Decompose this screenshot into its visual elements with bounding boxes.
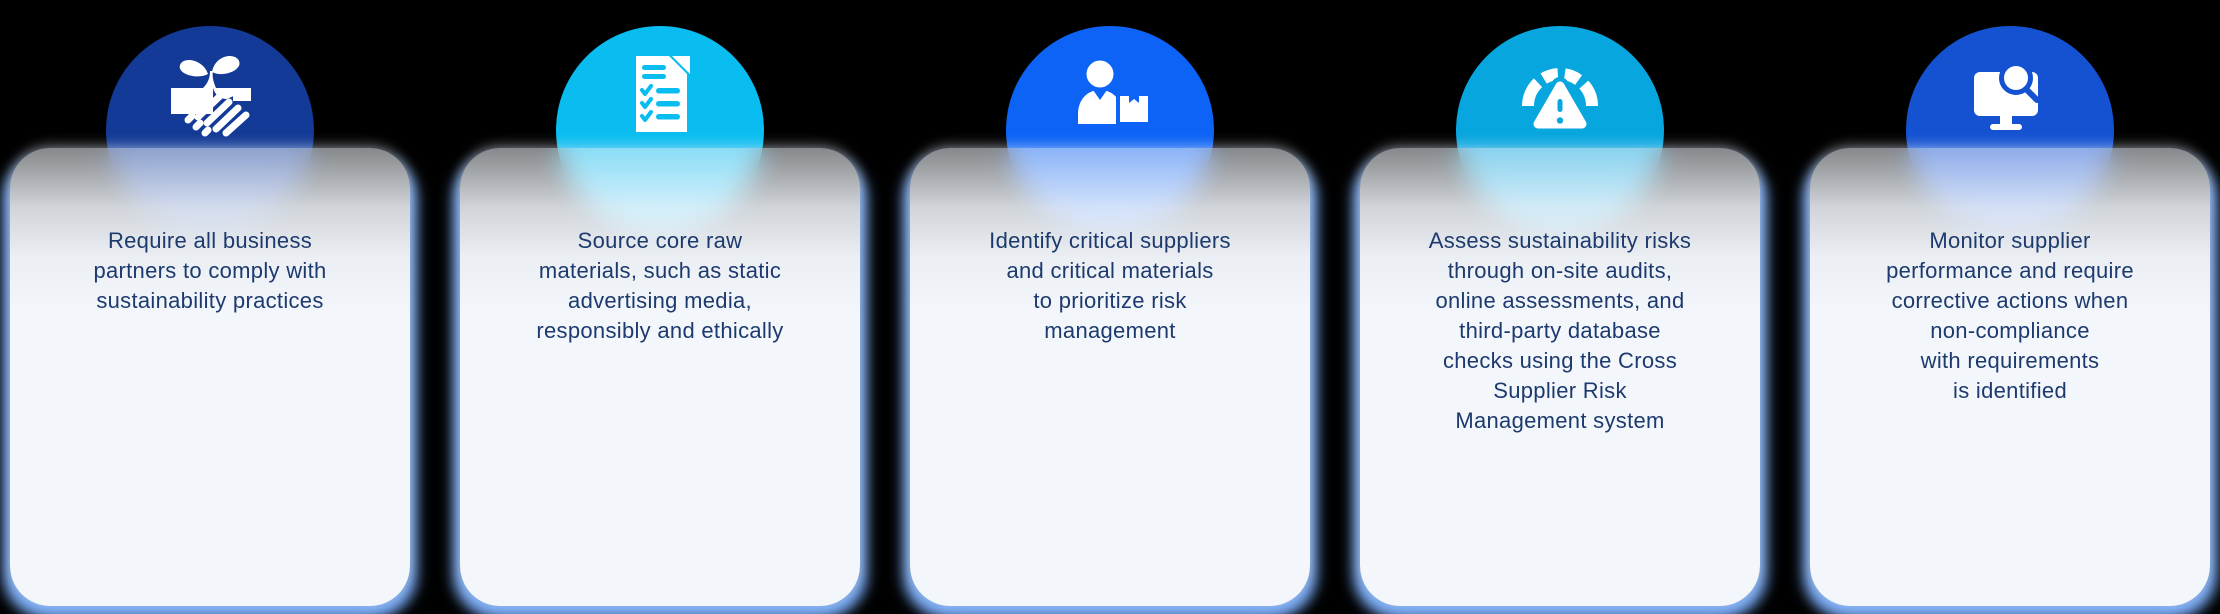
- card-text: Identify critical suppliers and critical…: [989, 228, 1231, 343]
- process-step-5: Monitor supplier performance and require…: [1810, 0, 2210, 614]
- card-text: Source core raw materials, such as stati…: [536, 228, 784, 343]
- process-card: Require all business partners to comply …: [10, 148, 410, 606]
- handshake-sprout-icon: [171, 56, 251, 137]
- supplier-person-box-icon: [1078, 60, 1152, 126]
- process-step-1: Require all business partners to comply …: [10, 0, 410, 614]
- process-card: Monitor supplier performance and require…: [1810, 148, 2210, 606]
- process-step-3: Identify critical suppliers and critical…: [910, 0, 1310, 614]
- process-card: Source core raw materials, such as stati…: [460, 148, 860, 606]
- card-text: Assess sustainability risks through on-s…: [1428, 228, 1692, 433]
- card-text: Monitor supplier performance and require…: [1886, 228, 2134, 403]
- process-step-4: Assess sustainability risks through on-s…: [1360, 0, 1760, 614]
- risk-gauge-warning-icon: [1522, 68, 1598, 133]
- card-text: Require all business partners to comply …: [93, 228, 327, 313]
- checklist-document-icon: [636, 56, 690, 132]
- process-card: Assess sustainability risks through on-s…: [1360, 148, 1760, 606]
- process-card: Identify critical suppliers and critical…: [910, 148, 1310, 606]
- process-step-2: Source core raw materials, such as stati…: [460, 0, 860, 614]
- monitor-magnifier-icon: [1974, 61, 2040, 130]
